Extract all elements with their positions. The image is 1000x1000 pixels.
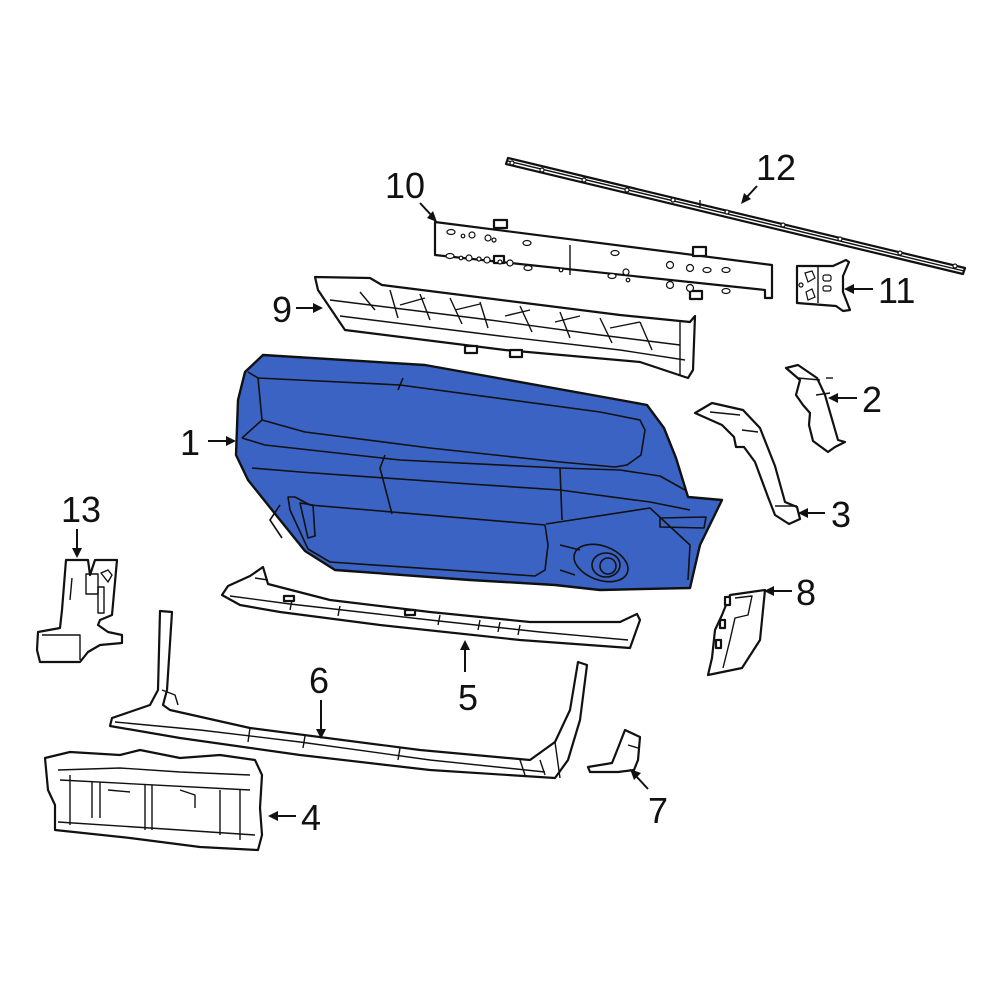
- part-13-sensor[interactable]: [35, 558, 124, 664]
- callout-3: 3: [798, 494, 851, 535]
- callout-7: 7: [630, 769, 668, 831]
- callout-10: 10: [385, 165, 437, 222]
- svg-text:11: 11: [878, 270, 915, 311]
- part-1-grille[interactable]: [234, 353, 724, 592]
- svg-text:1: 1: [180, 422, 200, 463]
- svg-text:6: 6: [309, 660, 329, 701]
- callout-9: 9: [272, 289, 323, 330]
- svg-text:10: 10: [385, 165, 425, 206]
- svg-text:5: 5: [458, 677, 478, 718]
- part-4-support[interactable]: [43, 748, 264, 852]
- callout-2: 2: [828, 379, 882, 420]
- callout-12: 12: [741, 147, 796, 204]
- part-8-trim[interactable]: [706, 588, 767, 677]
- svg-text:7: 7: [648, 790, 668, 831]
- part-11-bracket[interactable]: [795, 258, 852, 313]
- part-7-bracket[interactable]: [586, 728, 642, 774]
- callout-1: 1: [180, 422, 236, 463]
- svg-text:13: 13: [61, 489, 101, 530]
- svg-text:3: 3: [831, 494, 851, 535]
- callout-8: 8: [764, 572, 816, 613]
- callout-5: 5: [458, 640, 478, 718]
- svg-text:12: 12: [756, 147, 796, 188]
- callout-4: 4: [268, 797, 321, 838]
- callout-11: 11: [844, 270, 915, 311]
- part-2-bracket[interactable]: [784, 363, 847, 454]
- svg-text:9: 9: [272, 289, 292, 330]
- svg-text:8: 8: [796, 572, 816, 613]
- part-12-strip[interactable]: [504, 156, 967, 276]
- callout-6: 6: [309, 660, 329, 739]
- part-6-bumper-lower[interactable]: [108, 609, 589, 780]
- part-10-reinforcement[interactable]: [433, 218, 774, 301]
- part-5-lip[interactable]: [220, 565, 642, 650]
- part-9-frame[interactable]: [313, 275, 697, 380]
- svg-text:2: 2: [862, 379, 882, 420]
- part-3-bracket[interactable]: [693, 401, 802, 526]
- svg-text:4: 4: [301, 797, 321, 838]
- callout-13: 13: [61, 489, 101, 558]
